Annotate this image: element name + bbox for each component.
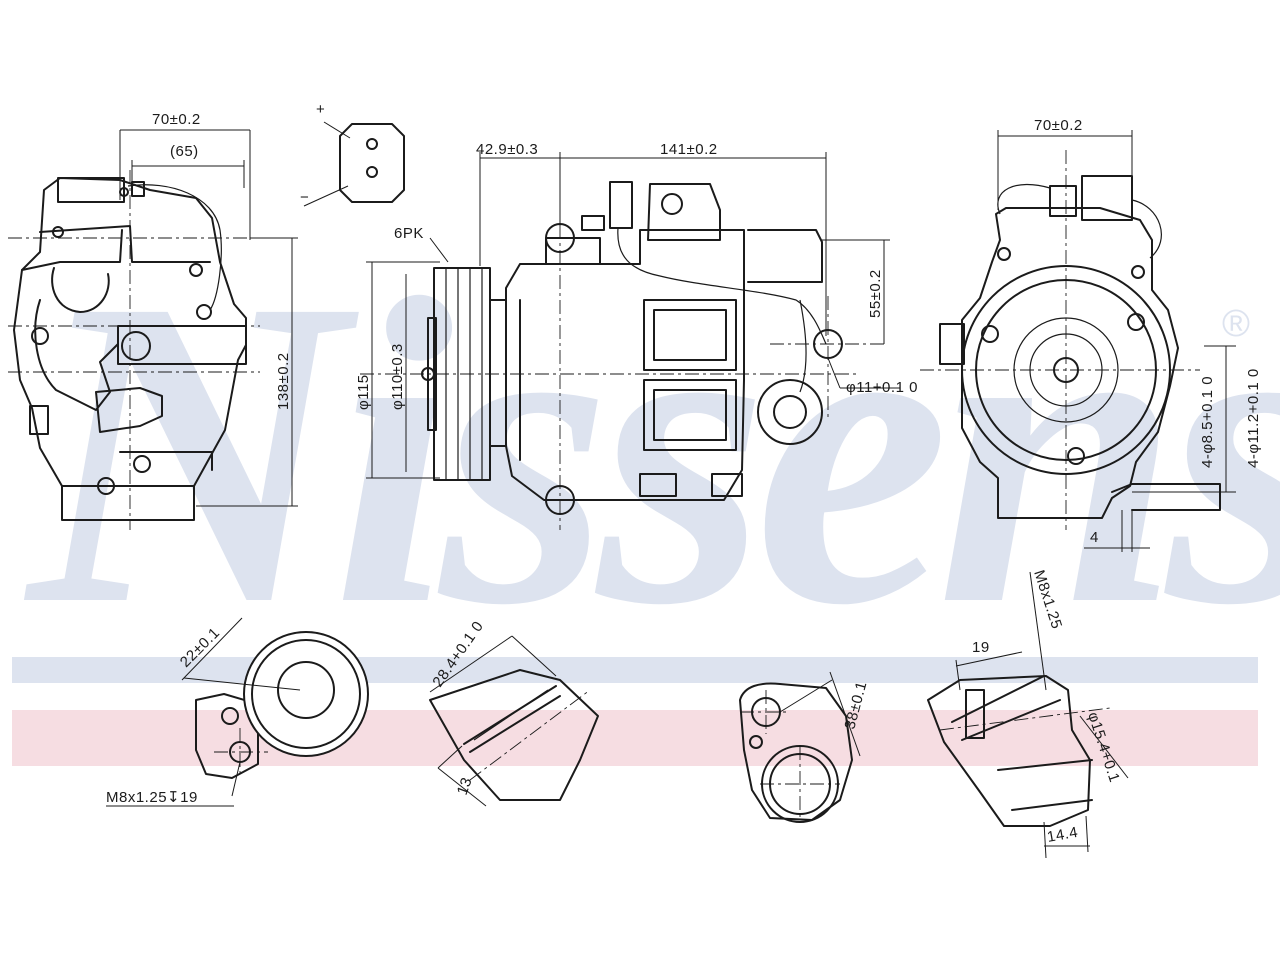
dim-flange2-depth: 13 xyxy=(454,775,476,797)
dim-port-height: 55±0.2 xyxy=(867,269,884,318)
dim-flange1-thread: M8x1.25↧19 xyxy=(106,789,198,806)
dim-mount-hole-small: 4-φ8.5+0.1 0 xyxy=(1199,376,1216,468)
dim-port-hole: φ11+0.1 0 xyxy=(846,379,918,396)
dim-mount-hole-large: 4-φ11.2+0.1 0 xyxy=(1245,368,1262,468)
rear-view: 70±0.2 (65) 138±0.2 xyxy=(8,111,298,530)
dim-side-length: 141±0.2 xyxy=(660,141,718,158)
dim-rear-width-ref: (65) xyxy=(170,143,199,160)
electrical-connector: + − xyxy=(300,101,405,207)
dim-pulley-inner: φ110±0.3 xyxy=(389,343,406,410)
dim-belt: 6PK xyxy=(394,225,424,242)
watermark-pink-stripe xyxy=(12,710,1258,766)
dim-side-offset: 42.9±0.3 xyxy=(476,141,538,158)
dim-mount-offset: 4 xyxy=(1090,529,1099,546)
front-view: 70±0.2 4-φ8.5+0.1 0 4-φ11.2+0.1 0 4 xyxy=(920,117,1262,552)
dim-flange4-depth: 14.4 xyxy=(1046,824,1080,846)
flange-detail-1: 22±0.1 M8x1.25↧19 xyxy=(106,617,369,807)
dim-rear-width: 70±0.2 xyxy=(152,111,201,128)
connector-plus: + xyxy=(316,101,325,118)
dim-pulley-outer: φ115 xyxy=(355,374,372,410)
connector-minus: − xyxy=(300,189,309,206)
side-view: 42.9±0.3 141±0.2 6PK φ115 φ110±0.3 55±0.… xyxy=(355,141,918,530)
dim-flange4-length: 19 xyxy=(972,639,990,656)
dim-front-width: 70±0.2 xyxy=(1034,117,1083,134)
watermark-registered-mark: ® xyxy=(1222,303,1250,345)
watermark-brand: Nissens xyxy=(21,209,1280,696)
dim-rear-height: 138±0.2 xyxy=(275,352,292,410)
flange-detail-3: 38±0.1 xyxy=(739,671,870,823)
watermark: Nissens ® xyxy=(12,209,1280,766)
